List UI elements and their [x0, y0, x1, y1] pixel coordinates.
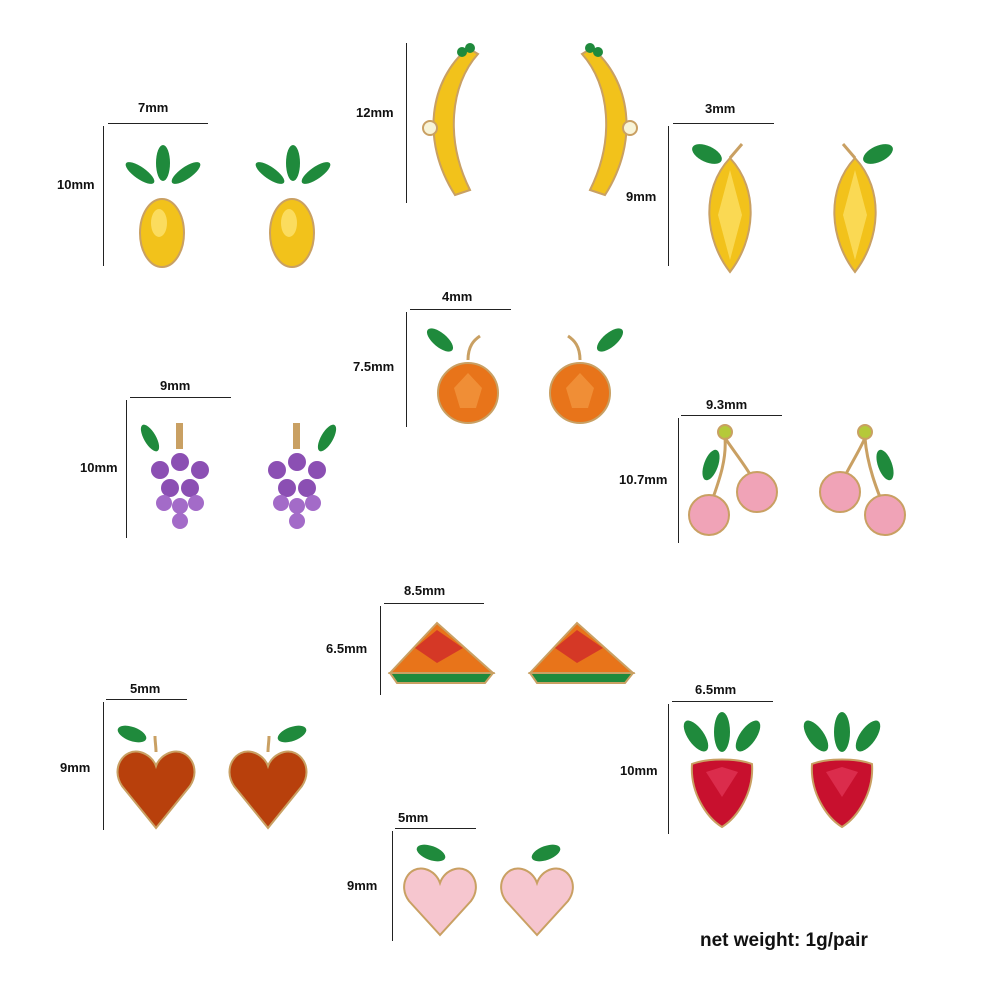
height-dimension-line: [380, 606, 381, 695]
pineapple-earrings: [125, 145, 331, 268]
width-label: 5mm: [398, 810, 429, 825]
width-dimension-line: [108, 123, 208, 124]
heart-peach-earrings: [116, 725, 308, 830]
width-label: 3mm: [705, 101, 736, 116]
grape-earrings: [140, 423, 337, 529]
height-label: 10mm: [620, 763, 658, 778]
height-dimension-line: [668, 126, 669, 266]
width-dimension-line: [130, 397, 231, 398]
lemon-earrings: [692, 143, 893, 274]
width-label: 4mm: [442, 289, 473, 304]
width-dimension-line: [672, 701, 773, 702]
width-dimension-line: [384, 603, 484, 604]
height-label: 10.7mm: [619, 472, 668, 487]
height-dimension-line: [668, 704, 669, 834]
width-dimension-line: [410, 309, 511, 310]
height-label: 9mm: [626, 189, 657, 204]
height-dimension-line: [126, 400, 127, 538]
height-dimension-line: [103, 702, 104, 830]
banana-earrings: [422, 43, 638, 197]
width-dimension-line: [681, 415, 782, 416]
width-dimension-line: [673, 123, 774, 124]
height-label: 10mm: [57, 177, 95, 192]
width-dimension-line: [395, 828, 476, 829]
height-dimension-line: [406, 312, 407, 427]
width-label: 9mm: [160, 378, 191, 393]
width-label: 5mm: [130, 681, 161, 696]
width-label: 6.5mm: [695, 682, 737, 697]
width-label: 8.5mm: [404, 583, 446, 598]
height-dimension-line: [103, 126, 104, 266]
height-dimension-line: [406, 43, 407, 203]
width-label: 9.3mm: [706, 397, 748, 412]
width-dimension-line: [106, 699, 187, 700]
orange-earrings: [426, 328, 624, 424]
width-label: 7mm: [138, 100, 169, 115]
height-label: 6.5mm: [326, 641, 368, 656]
strawberry-earrings: [683, 712, 881, 829]
net-weight-label: net weight: 1g/pair: [700, 930, 868, 951]
cherry-earrings: [688, 424, 906, 536]
height-label: 9mm: [60, 760, 91, 775]
height-label: 7.5mm: [353, 359, 395, 374]
height-label: 9mm: [347, 878, 378, 893]
height-dimension-line: [392, 831, 393, 941]
height-dimension-line: [678, 418, 679, 543]
height-label: 10mm: [80, 460, 118, 475]
height-label: 12mm: [356, 105, 394, 120]
pink-peach-earrings: [403, 844, 574, 937]
watermelon-earrings: [387, 621, 636, 684]
